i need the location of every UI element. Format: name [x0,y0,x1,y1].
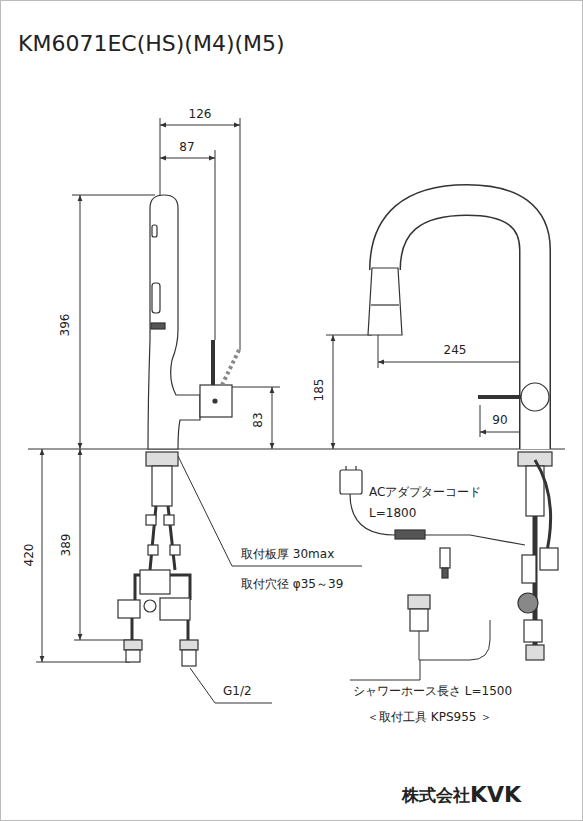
faucet-side-view [118,195,240,666]
tool-note: ＜取付工具 KPS955 ＞ [366,711,493,724]
maker-logo: KVK [470,783,521,807]
mounting-note: 取付穴径 φ35～39 [240,578,344,591]
dimension: 245 [443,344,468,357]
dimension: 420 [23,543,36,568]
dimension-lines [36,118,535,662]
dimension: 87 [178,141,195,154]
drawing-title: KM6071EC(HS)(M4)(M5) [18,32,285,56]
hose-label: シャワーホース長さ L=1500 [352,685,513,698]
dimension: 396 [59,313,72,338]
cord-label: L=1800 [368,507,417,520]
thread-size: G1/2 [222,685,253,698]
dimension: 185 [313,378,326,403]
dimension: 83 [252,411,265,428]
dimension: 90 [491,414,508,427]
dimension: 389 [60,533,73,558]
dimension: 126 [188,108,213,121]
faucet-front-view [340,200,558,660]
maker-name: 株式会社 [402,786,470,805]
mounting-note: 取付板厚 30max [240,548,335,561]
cord-label: ACアダプターコード [368,486,482,499]
counter-line [28,448,565,449]
